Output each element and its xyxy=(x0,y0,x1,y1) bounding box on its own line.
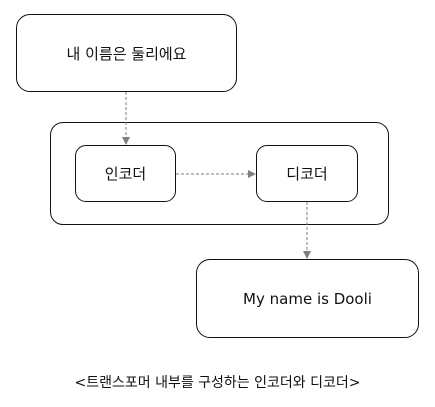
decoder-label: 디코더 xyxy=(286,165,328,183)
output-sentence-box: My name is Dooli xyxy=(196,259,419,338)
encoder-box: 인코더 xyxy=(75,145,176,202)
input-sentence-text: 내 이름은 둘리에요 xyxy=(66,44,187,63)
output-sentence-text: My name is Dooli xyxy=(243,289,372,308)
figure-caption: <트랜스포머 내부를 구성하는 인코더와 디코더> xyxy=(74,375,361,391)
input-sentence-box: 내 이름은 둘리에요 xyxy=(16,14,237,92)
encoder-label: 인코더 xyxy=(104,165,147,183)
decoder-box: 디코더 xyxy=(256,145,358,202)
